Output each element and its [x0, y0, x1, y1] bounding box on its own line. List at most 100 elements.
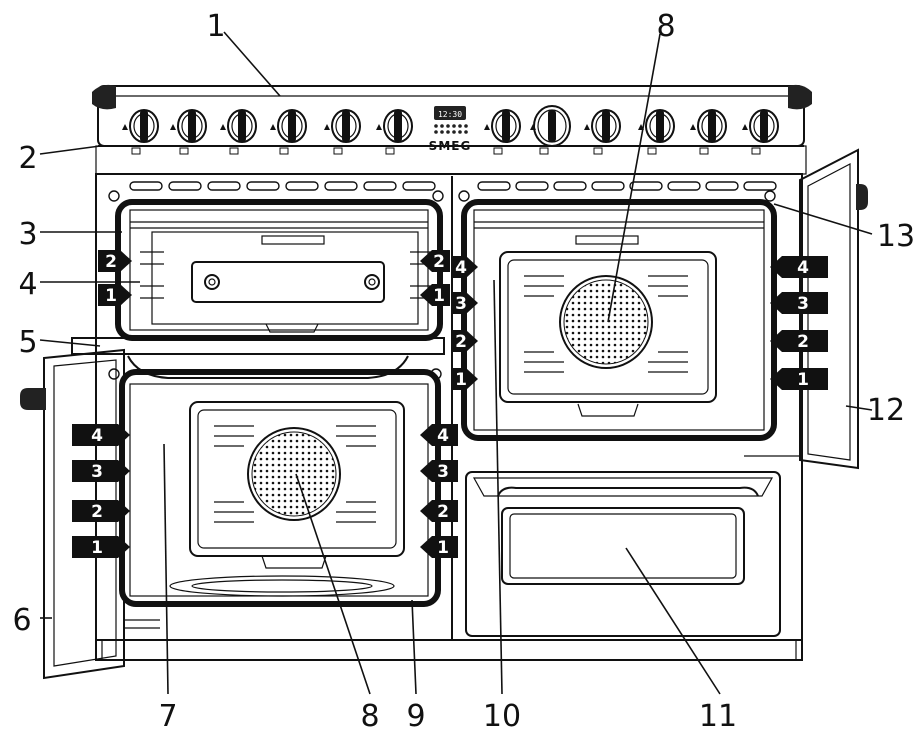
vent-slot — [246, 181, 280, 191]
shelf-level-flag: 3 — [452, 292, 478, 314]
screw — [108, 368, 120, 380]
shelf-level-flag: 1 — [452, 368, 478, 390]
callout-number: 3 — [18, 217, 37, 252]
vent-slot — [591, 181, 625, 191]
display-time: 12:30 — [438, 110, 462, 119]
vent-slot — [477, 181, 511, 191]
callout-number: 7 — [158, 699, 177, 732]
callout-line — [607, 33, 661, 323]
callout-line — [223, 31, 281, 97]
shelf-level-flag: 1 — [420, 284, 450, 306]
shelf-level-number: 1 — [455, 370, 467, 390]
screw — [108, 190, 120, 202]
callout-number: 10 — [483, 699, 521, 732]
shelf-level-flag: 2 — [420, 500, 458, 522]
callout-number: 8 — [656, 9, 675, 44]
shelf-level-number: 1 — [105, 286, 117, 306]
brand-logo: SMEG — [429, 139, 472, 153]
knob — [376, 109, 413, 155]
screw — [764, 190, 776, 202]
shelf-level-flag: 4 — [770, 256, 828, 278]
cooker-body — [95, 173, 803, 661]
callout-line — [39, 145, 101, 155]
callout-number: 2 — [18, 141, 37, 176]
callout-line — [295, 473, 371, 695]
shelf-level-number: 4 — [91, 426, 103, 446]
shelf-level-number: 2 — [91, 502, 103, 522]
shelf-level-flag: 4 — [452, 256, 478, 278]
callout-number: 8 — [360, 699, 379, 732]
callout-leaders — [39, 31, 873, 695]
knob — [484, 109, 521, 155]
knob — [122, 109, 159, 155]
callout-number: 4 — [18, 267, 37, 302]
shelf-level-flag: 2 — [72, 500, 130, 522]
shelf-level-number: 2 — [433, 252, 445, 272]
shelf-level-number: 2 — [105, 252, 117, 272]
callout-line — [625, 547, 721, 695]
bottom-left-oven — [119, 369, 441, 607]
shelf-level-flag: 2 — [452, 330, 478, 352]
control-knobs — [122, 105, 779, 155]
left-door-open — [20, 348, 160, 680]
callout-line — [411, 599, 417, 695]
shelf-level-flag: 3 — [770, 292, 828, 314]
screw — [458, 190, 470, 202]
callout-line — [773, 203, 873, 235]
vent-slot — [168, 181, 202, 191]
callout-number: 6 — [12, 603, 31, 638]
vent-slot — [324, 181, 358, 191]
knob — [690, 109, 727, 155]
vent-slot — [129, 181, 163, 191]
shelf-level-flag: 3 — [420, 460, 458, 482]
vent-slot — [629, 181, 663, 191]
shelf-level-number: 2 — [797, 332, 809, 352]
screw — [432, 190, 444, 202]
shelf-level-number: 3 — [91, 462, 103, 482]
shelf-level-flag: 4 — [72, 424, 130, 446]
shelf-level-flag: 3 — [72, 460, 130, 482]
callout-line — [163, 443, 169, 695]
shelf-level-number: 2 — [455, 332, 467, 352]
shelf-level-number: 4 — [455, 258, 467, 278]
shelf-level-flag: 1 — [770, 368, 828, 390]
shelf-level-flag: 1 — [420, 536, 458, 558]
callout-line — [39, 339, 101, 347]
shelf-level-number: 3 — [437, 462, 449, 482]
vent-slot — [285, 181, 319, 191]
vent-slot — [667, 181, 701, 191]
shelf-level-flag: 2 — [420, 250, 450, 272]
callout-number: 13 — [877, 219, 915, 254]
knob — [530, 105, 571, 155]
shelf-level-flag: 1 — [98, 284, 132, 306]
shelf-level-number: 1 — [437, 538, 449, 558]
vent-slot — [515, 181, 549, 191]
shelf-level-number: 2 — [437, 502, 449, 522]
shelf-level-number: 3 — [797, 294, 809, 314]
knob — [584, 109, 621, 155]
shelf-level-number: 1 — [91, 538, 103, 558]
vent-slot — [363, 181, 397, 191]
knob — [270, 109, 307, 155]
knob — [742, 109, 779, 155]
clock-display: 12:30 SMEG — [429, 106, 472, 153]
shelf-level-number: 3 — [455, 294, 467, 314]
vent-slot — [402, 181, 436, 191]
callout-line — [493, 279, 503, 695]
knob — [220, 109, 257, 155]
shelf-level-number: 4 — [437, 426, 449, 446]
storage-compartment — [465, 471, 781, 637]
vent-slot — [207, 181, 241, 191]
vent-slot — [705, 181, 739, 191]
callout-number: 5 — [18, 325, 37, 360]
knob — [638, 109, 675, 155]
vent-slot — [743, 181, 777, 191]
right-main-oven — [461, 199, 777, 441]
callout-line — [845, 405, 873, 411]
shelf-level-flag: 2 — [770, 330, 828, 352]
shelf-level-flag: 4 — [420, 424, 458, 446]
